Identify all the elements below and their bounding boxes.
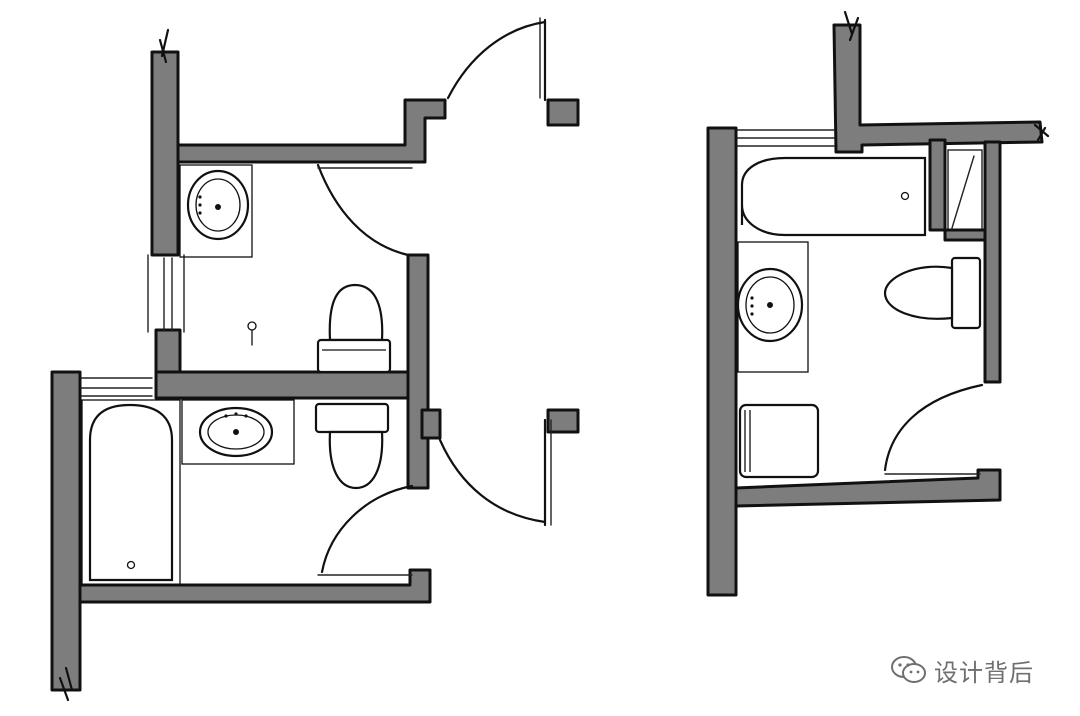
right-bath-bathtub (740, 156, 927, 237)
watermark: 设计背后 (890, 650, 1060, 690)
right-plan-door (883, 383, 984, 475)
lower-bath-toilet (314, 402, 390, 490)
floor-drain (247, 321, 257, 346)
left-plan-windows (81, 254, 185, 397)
upper-bath-toilet (316, 283, 392, 374)
lower-bath-bathtub (81, 399, 181, 586)
right-bath-sink (736, 241, 809, 373)
upper-bath-sink (179, 164, 253, 258)
right-floor-plan (706, 10, 1050, 597)
wechat-icon (891, 656, 926, 683)
right-bath-toilet (883, 256, 982, 330)
watermark-text: 设计背后 (934, 658, 1034, 687)
right-bath-closet (947, 149, 983, 231)
right-plan-window (737, 129, 835, 147)
right-bath-washer (738, 403, 820, 479)
left-floor-plan (50, 17, 580, 702)
left-plan-walls (50, 28, 580, 702)
right-plan-walls (706, 10, 1050, 597)
lower-bath-sink (181, 399, 295, 465)
left-plan-doors (316, 17, 552, 576)
